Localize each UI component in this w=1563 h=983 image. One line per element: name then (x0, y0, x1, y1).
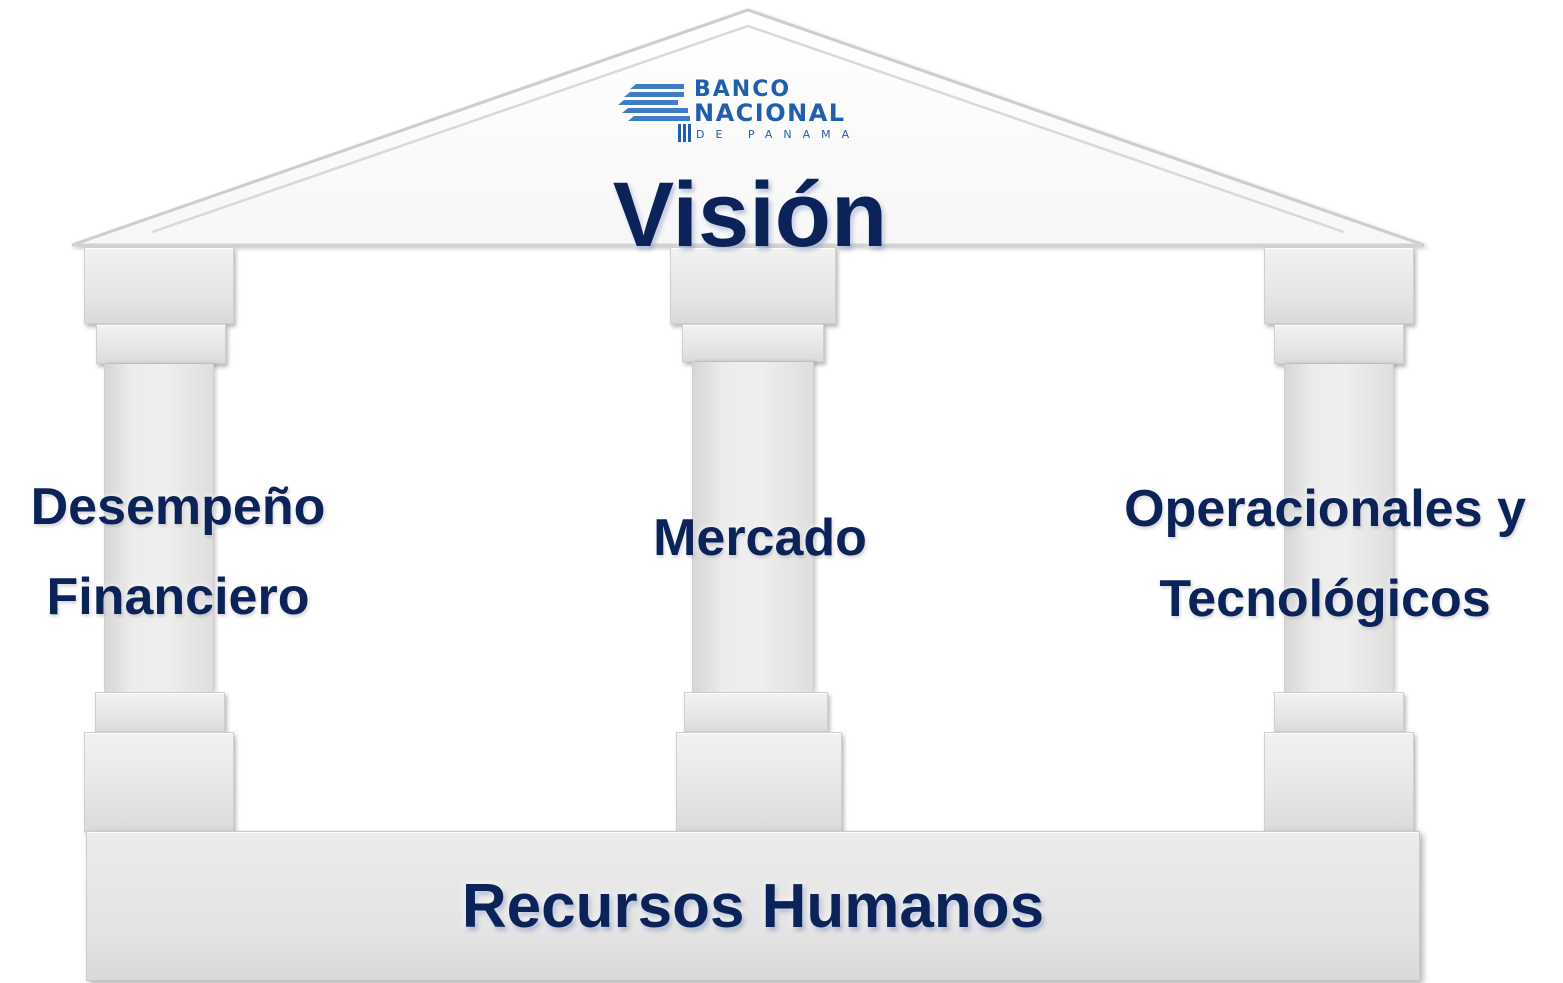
pillar-2-label: Mercado (580, 500, 940, 576)
pillar-3-base-bottom (1264, 732, 1414, 832)
pillar-3-capital-bottom (1274, 324, 1404, 364)
logo-text-nacional: NACIONAL (694, 99, 846, 127)
pillar-2-capital-bottom (682, 324, 824, 362)
pillar-1-label-line-1: Desempeño (30, 478, 326, 536)
logo-text-banco: BANCO (694, 77, 792, 102)
pillar-1-label-line-2: Financiero (46, 568, 310, 626)
pillar-3-label: Operacionales y Tecnológicos (1090, 464, 1560, 644)
foundation-label: Recursos Humanos (461, 872, 1045, 941)
pillar-2-base-bottom (676, 732, 842, 832)
pillar-1-base-bottom (84, 732, 234, 832)
pillar-1-capital-bottom (96, 324, 226, 364)
logo-text-de-panama: DE PANAMA (696, 128, 861, 141)
pillar-3-label-line-1: Operacionales y (1124, 480, 1526, 538)
pillar-1-base-top (95, 692, 225, 732)
vision-title: Visión (612, 164, 888, 266)
bank-logo-mark-icon (618, 84, 691, 142)
pillar-2-label-line-1: Mercado (653, 509, 867, 567)
roof-pediment (71, 8, 1425, 247)
pillar-1-shaft (104, 364, 214, 692)
pillar-3-shaft (1284, 364, 1394, 692)
pillar-2-shaft (692, 362, 814, 692)
roof-inner-edge (151, 24, 1345, 234)
pillar-1-label: Desempeño Financiero (0, 462, 356, 642)
pillar-3-label-line-2: Tecnológicos (1159, 570, 1491, 628)
pillar-2-base-top (684, 692, 828, 732)
bank-logo: BANCO NACIONAL DE PANAMA (618, 78, 890, 148)
pillar-1-capital-top (84, 247, 234, 324)
pillar-3-capital-top (1264, 247, 1414, 324)
foundation-block (86, 831, 1420, 981)
pillar-3-base-top (1274, 692, 1404, 732)
pillar-2-capital-top (670, 247, 836, 324)
